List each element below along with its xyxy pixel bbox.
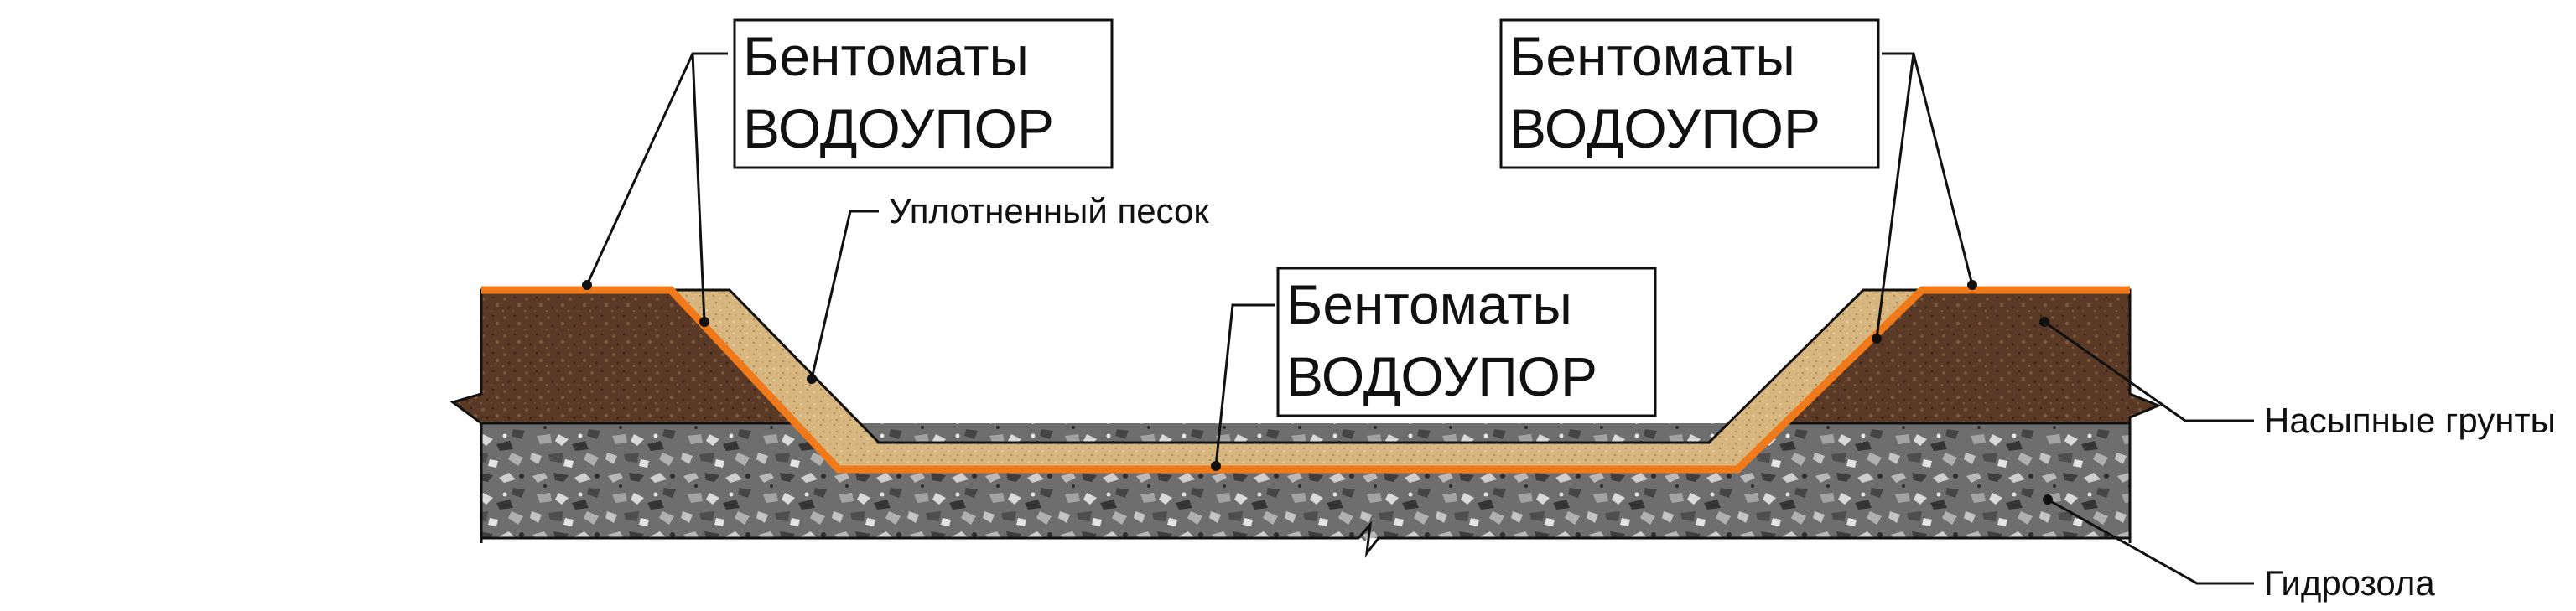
callout-center-line2: ВОДОУПОР	[1286, 345, 1597, 407]
leader-dots	[582, 280, 2053, 505]
callout-top-left: Бентоматы ВОДОУПОР	[733, 18, 1114, 169]
bentomat-membrane	[481, 286, 2130, 474]
label-fill-soil: Насыпные грунты	[2264, 401, 2556, 440]
callout-top-right-line2: ВОДОУПОР	[1509, 97, 1820, 159]
label-compacted-sand: Уплотненный песок	[889, 191, 1209, 230]
label-hydro-ash: Гидрозола	[2264, 563, 2435, 603]
callout-top-right-line1: Бентоматы	[1509, 25, 1795, 87]
callout-top-left-line1: Бентоматы	[743, 25, 1029, 87]
ash-layer-body	[480, 423, 2130, 538]
ash-outline	[480, 423, 2132, 558]
callout-center: Бентоматы ВОДОУПОР	[1276, 267, 1657, 417]
callout-top-left-line2: ВОДОУПОР	[743, 97, 1054, 159]
leader-lines	[585, 52, 2254, 585]
callout-center-line1: Бентоматы	[1286, 273, 1572, 335]
callout-top-right: Бентоматы ВОДОУПОР	[1499, 18, 1880, 169]
